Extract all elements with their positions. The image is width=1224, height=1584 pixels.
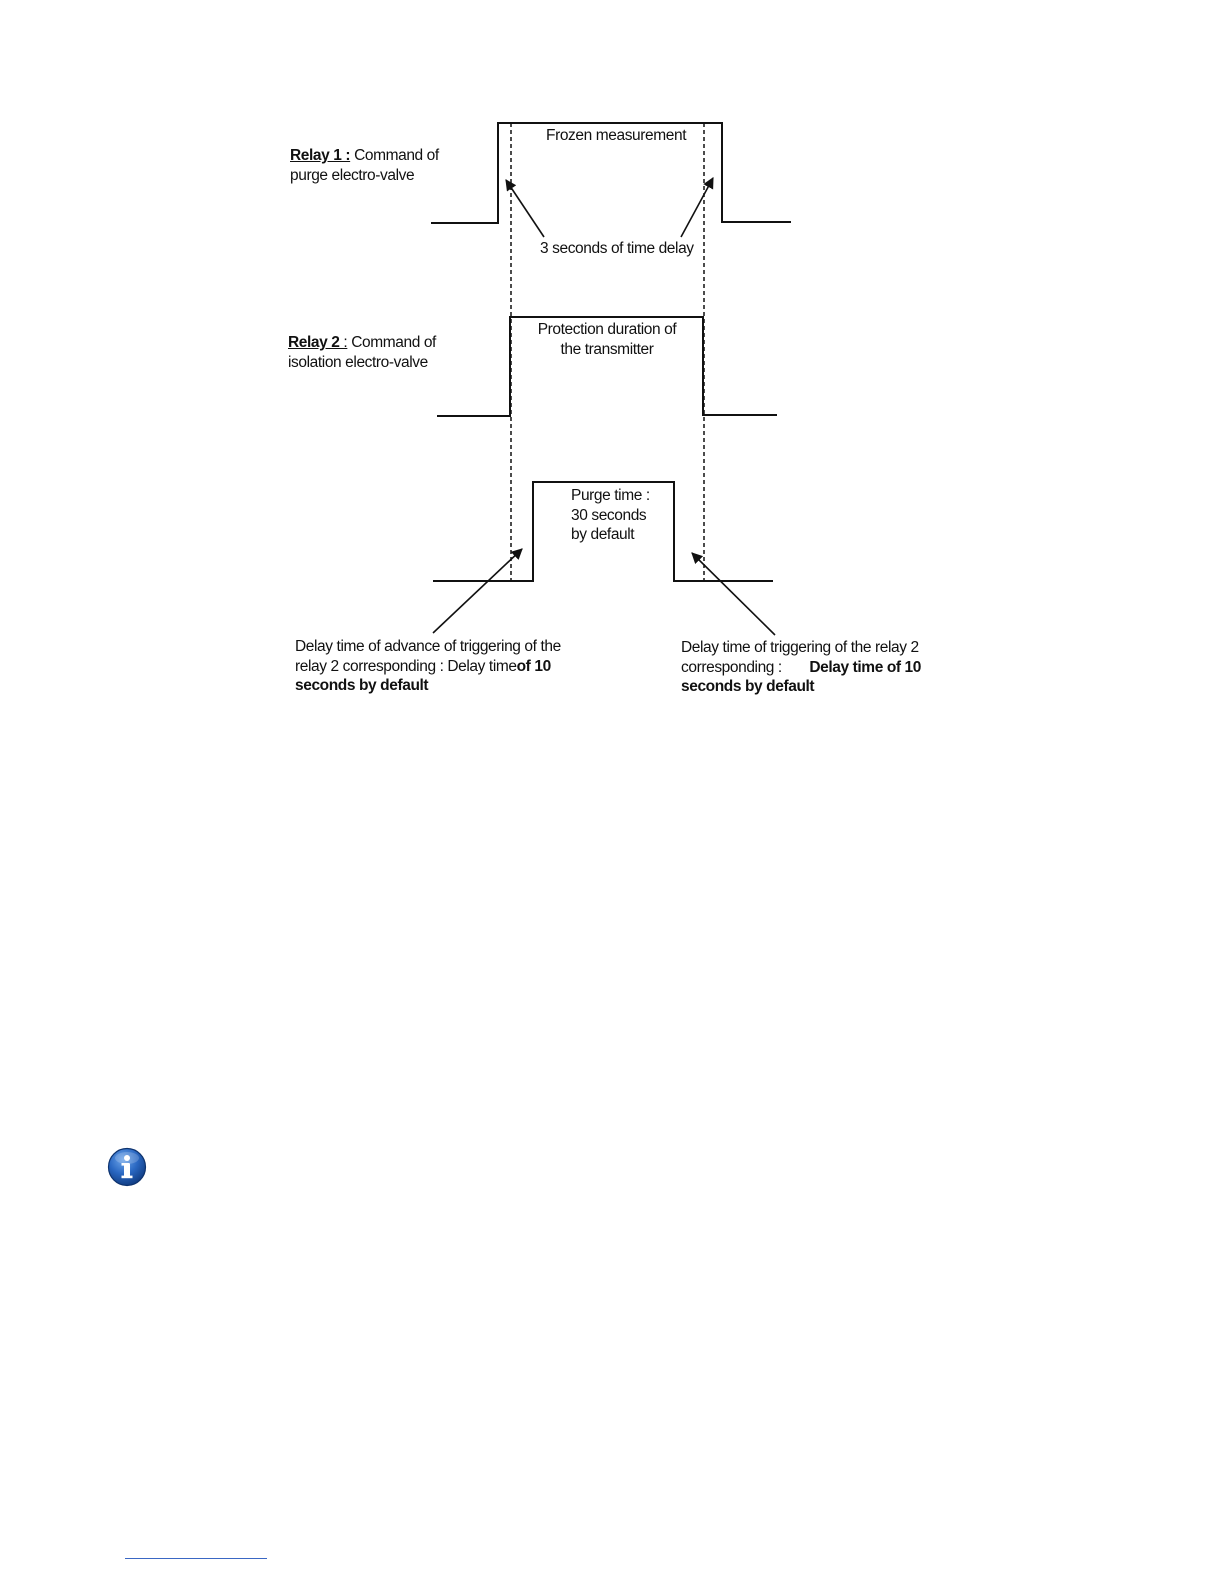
time-delay-arrow-left	[505, 179, 545, 238]
relay2-desc-line1: Command of	[347, 334, 436, 351]
advance-delay-line2: relay 2 corresponding : Delay time	[295, 657, 517, 675]
advance-delay-label: Delay time of advance of triggering of t…	[295, 637, 561, 696]
trigger-delay-line2-row: corresponding : Delay time of 10	[681, 658, 921, 678]
advance-delay-line3: seconds by default	[295, 677, 429, 694]
relay2-label: Relay 2 : Command of isolation electro-v…	[288, 333, 436, 372]
trigger-delay-line2-bold: Delay time of 10	[809, 658, 921, 676]
purge-time-line2: 30 seconds	[571, 506, 647, 524]
trigger-delay-line3: seconds by default	[681, 678, 815, 695]
advance-delay-line1: Delay time of advance of triggering of t…	[295, 638, 561, 655]
time-delay-label: 3 seconds of time delay	[540, 240, 694, 257]
relay1-name: Relay 1 :	[290, 147, 351, 164]
advance-delay-line2-bold: of 10	[516, 657, 552, 675]
trigger-delay-label: Delay time of triggering of the relay 2 …	[681, 638, 921, 697]
relay2-colon: :	[339, 334, 348, 351]
relay1-label: Relay 1 : Command of purge electro-valve	[290, 146, 439, 185]
footer-rule	[125, 1558, 267, 1559]
purge-waveform	[433, 481, 773, 582]
protection-duration-label: Protection duration of the transmitter	[510, 320, 704, 359]
relay2-name: Relay 2	[288, 334, 340, 351]
trigger-delay-line2: corresponding :	[681, 658, 782, 676]
trigger-delay-line3-row: seconds by default	[681, 677, 921, 697]
protection-duration-line1: Protection duration of	[537, 321, 677, 338]
relay1-desc-line2: purge electro-valve	[290, 166, 415, 184]
advance-delay-arrow	[432, 548, 523, 634]
time-delay-arrow-right	[680, 177, 714, 238]
frozen-measurement-label: Frozen measurement	[546, 127, 687, 144]
trigger-delay-line1-row: Delay time of triggering of the relay 2	[681, 638, 921, 658]
relay1-desc-line1: Command of	[350, 147, 439, 164]
info-icon	[107, 1147, 147, 1187]
protection-duration-line2: the transmitter	[560, 340, 654, 358]
trigger-delay-arrow	[691, 552, 776, 636]
relay2-desc-line2: isolation electro-valve	[288, 353, 428, 371]
relay1-waveform	[431, 122, 791, 224]
trigger-delay-line1: Delay time of triggering of the relay 2	[681, 639, 919, 656]
purge-time-line3: by default	[571, 526, 635, 543]
purge-time-label: Purge time : 30 seconds by default	[571, 486, 650, 545]
purge-time-line1: Purge time :	[571, 487, 650, 504]
relay2-waveform	[437, 316, 777, 417]
